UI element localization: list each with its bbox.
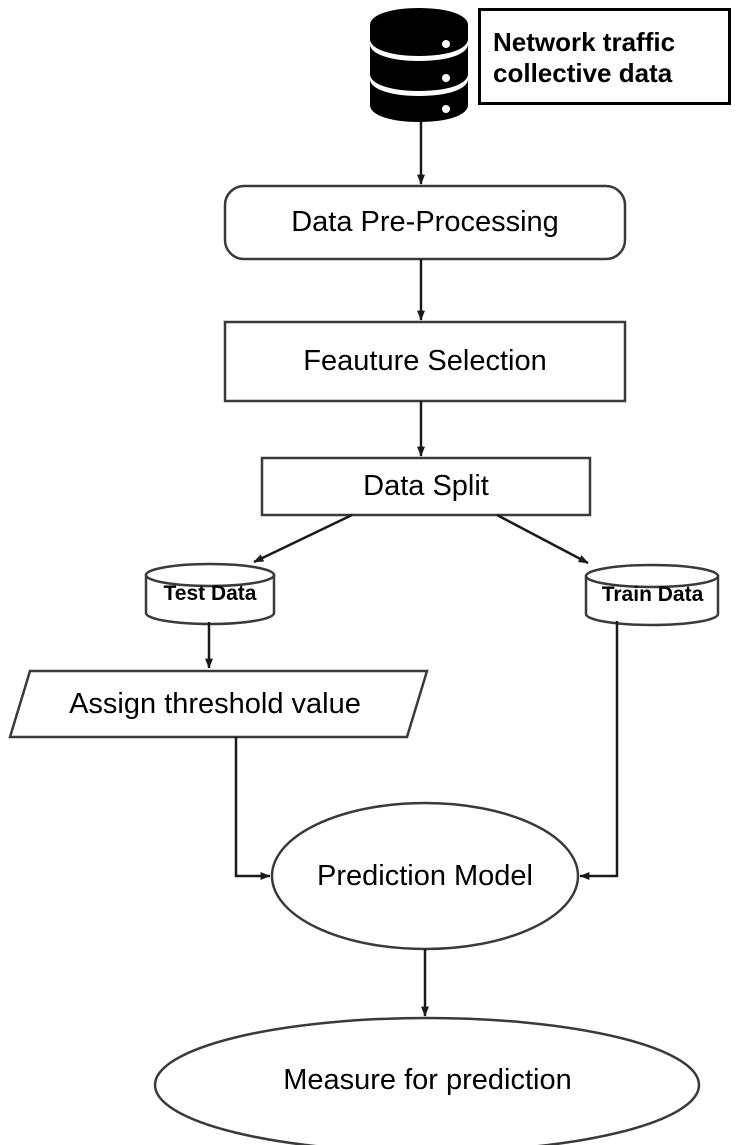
shape-measure-ellipse bbox=[153, 1016, 701, 1145]
shape-prediction-model-ellipse bbox=[270, 801, 580, 951]
shape-preprocessing bbox=[223, 184, 627, 261]
shape-assign-threshold-parallelogram bbox=[8, 669, 429, 739]
edge-train-data-to-prediction bbox=[579, 621, 619, 880]
shape-feature-selection bbox=[223, 320, 627, 403]
edge-split-to-train-data bbox=[496, 513, 589, 565]
shape-data-split bbox=[260, 456, 592, 517]
database-cylinder-icon bbox=[370, 8, 468, 122]
source-label-box: Network traffic collective data bbox=[478, 8, 731, 105]
source-label-text: Network traffic collective data bbox=[493, 26, 676, 88]
edge-split-to-test-data bbox=[253, 513, 353, 564]
shape-train-data-cylinder bbox=[584, 563, 720, 627]
edge-threshold-to-prediction bbox=[234, 737, 271, 880]
shape-test-data-cylinder bbox=[144, 562, 276, 626]
